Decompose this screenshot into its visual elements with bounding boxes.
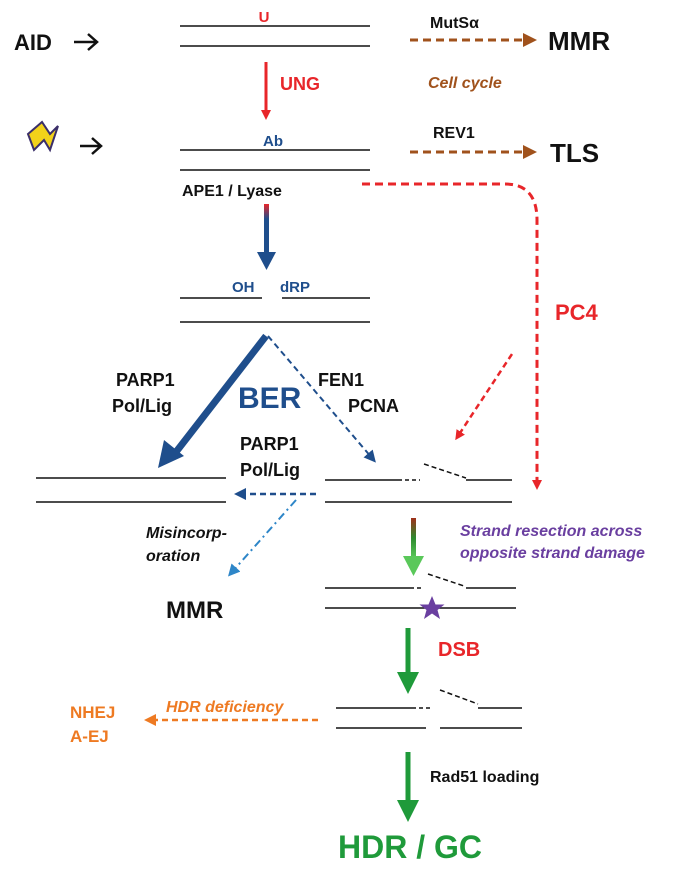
abasic-label: Ab: [263, 133, 283, 150]
mmr-bottom-label: MMR: [166, 597, 223, 624]
ber-label: BER: [238, 382, 302, 415]
cell-cycle-label: Cell cycle: [428, 75, 502, 92]
fen1-dashed-arrow: [267, 335, 376, 463]
hdr-gc-label: HDR / GC: [338, 829, 482, 865]
fen1-label: FEN1: [318, 370, 364, 390]
tls-label: TLS: [550, 138, 599, 168]
dsb-label: DSB: [438, 639, 480, 661]
rev1-label: REV1: [433, 125, 475, 142]
parp1-mid-label: PARP1: [240, 434, 299, 454]
aid-label: AID: [14, 30, 52, 55]
ber-arrow-head: [158, 440, 184, 468]
parp1-left-label: PARP1: [116, 370, 175, 390]
misincorp-label-2: oration: [146, 548, 200, 565]
mmr-top-label: MMR: [548, 26, 610, 56]
resection-label-2: opposite strand damage: [460, 545, 645, 562]
pc4-dashed-path: [362, 182, 542, 490]
ape1-label: APE1 / Lyase: [182, 183, 282, 200]
dsb-duplex-flap: [439, 689, 479, 705]
nhej-label: NHEJ: [70, 703, 115, 722]
aid-arrow-icon: [74, 33, 99, 51]
resection-arrow-head: [403, 556, 424, 576]
pol-lig-mid-label: Pol/Lig: [240, 460, 300, 480]
misincorporation-arrow: [228, 499, 297, 577]
rad51-arrow-head: [397, 800, 419, 822]
mid-duplex-flap: [423, 463, 467, 479]
rad51-label: Rad51 loading: [430, 769, 539, 786]
oh-label: OH: [232, 279, 255, 296]
pc4-short-dashed-arrow: [455, 353, 514, 441]
ape1-arrow-shaft: [264, 204, 269, 254]
lightning-icon: [26, 120, 59, 153]
damage-star-icon: [419, 596, 445, 619]
hdr-deficiency-label: HDR deficiency: [166, 699, 284, 716]
pol-lig-left-label: Pol/Lig: [112, 396, 172, 416]
drp-label: dRP: [280, 279, 310, 296]
dsb-arrow-head: [397, 672, 419, 694]
misincorp-label-1: Misincorp-: [146, 525, 227, 542]
star-duplex-flap: [427, 573, 465, 587]
ape1-arrow-head: [257, 252, 276, 270]
resection-arrow-shaft: [411, 518, 416, 558]
ung-label: UNG: [280, 74, 320, 94]
uracil-label: U: [259, 9, 270, 26]
resection-label-1: Strand resection across: [460, 523, 642, 540]
mutsa-label: MutSα: [430, 15, 479, 32]
pc4-label: PC4: [555, 300, 599, 325]
pcna-label: PCNA: [348, 396, 399, 416]
ber-arrow: [173, 333, 269, 455]
damage-arrow-icon: [80, 137, 103, 155]
aej-label: A-EJ: [70, 727, 109, 746]
